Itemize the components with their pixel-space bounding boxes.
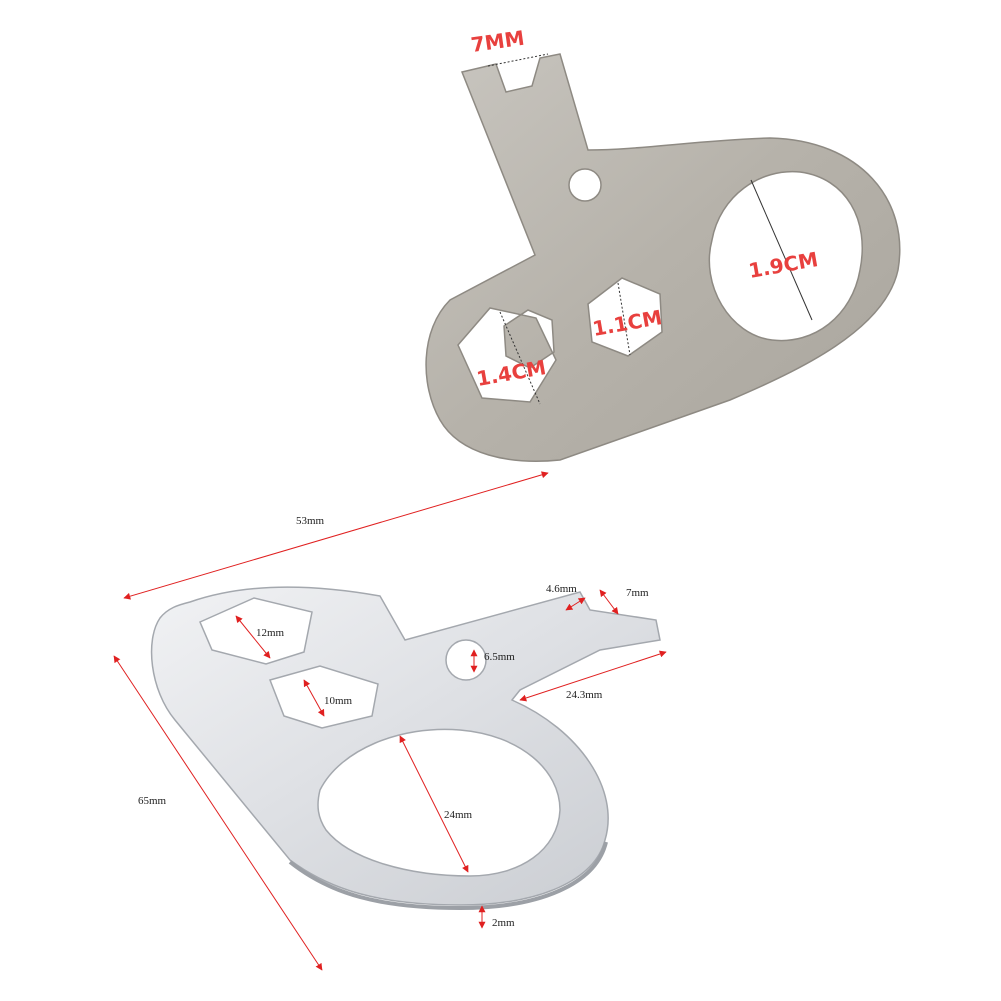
bottom-wrench-small-hole [445,639,487,681]
top-wrench-small-hole [568,168,602,202]
large-hex-measure-line [499,311,541,405]
bottom-wrench: 53mm 65mm 4.6mm 7mm 12mm 6.5mm 10mm 24.3… [113,471,667,971]
top-wrench: 7MM 1.9CM 1.1CM 1.4CM [425,26,901,462]
top-large-hex-label: 1.4CM [475,355,548,391]
slot-inner-label: 4.6mm [546,583,577,595]
top-round-hole-label: 1.9CM [747,247,820,283]
overall-height-dimension [113,655,323,971]
top-wrench-body [425,53,901,462]
overall-height-label: 65mm [138,795,167,807]
round-hole-label: 24mm [444,809,473,821]
slot-inner-dimension [565,597,586,611]
small-hex-dimension [303,679,325,717]
slot-outer-label: 7mm [626,587,649,599]
round-hole-measure-line [750,179,813,321]
small-hole-label: 6.5mm [484,651,515,663]
small-hex-label: 10mm [324,695,353,707]
bottom-wrench-body [150,586,661,906]
thickness-edge [288,841,608,911]
large-hex-dimension [235,615,271,659]
small-hex-measure-line [617,282,631,356]
large-hex-label: 12mm [256,627,285,639]
arm-length-dimension [519,650,667,702]
slot-outer-dimension [599,589,619,615]
overall-width-label: 53mm [296,515,325,527]
overall-width-dimension [123,471,549,600]
round-hole-dimension [399,735,469,873]
top-slot-label: 7MM [469,26,526,57]
thickness-label: 2mm [492,917,515,929]
arm-length-label: 24.3mm [566,689,603,701]
